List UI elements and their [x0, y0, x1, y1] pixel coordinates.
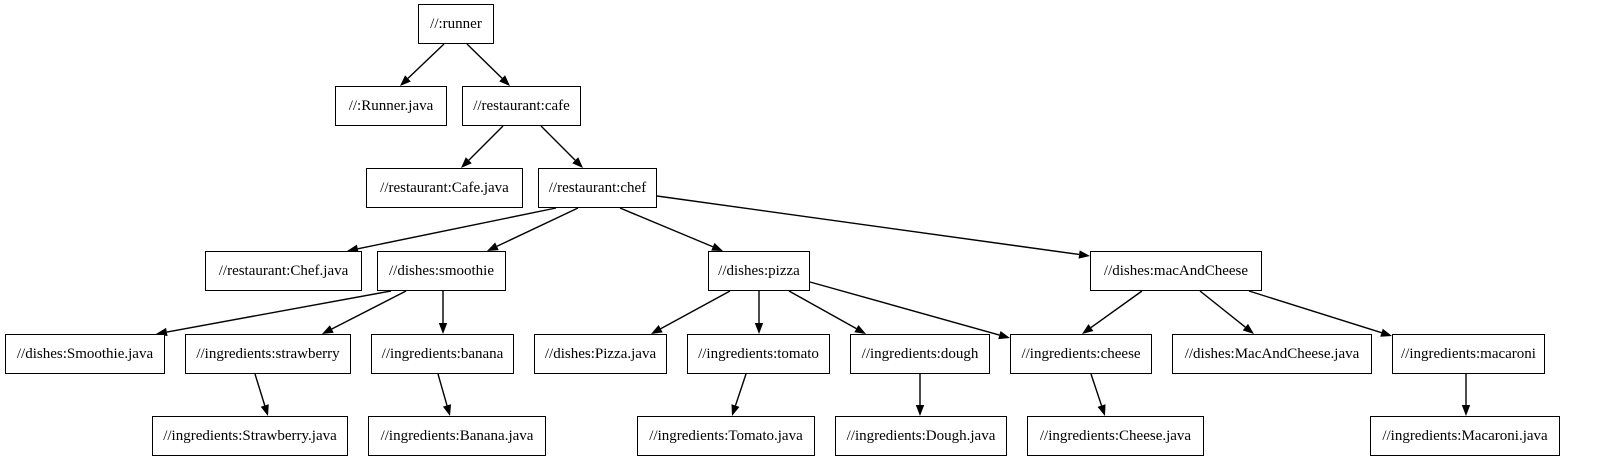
edge-ing_tomato-to-tomato_java: [734, 373, 747, 406]
arrowhead-restaurant_chef-to-dishes_smoothie: [487, 242, 499, 251]
arrowhead-restaurant_cafe-to-restaurant_chef: [572, 157, 583, 168]
edge-runner-to-restaurant_cafe: [466, 43, 503, 79]
edge-dishes_pizza-to-pizza_java: [660, 290, 731, 330]
arrowhead-ing_macaroni-to-macaroni_java: [1461, 405, 1471, 416]
node-ing_strawberry[interactable]: //ingredients:strawberry: [185, 334, 351, 374]
node-label-cafe_java: //restaurant:Cafe.java: [380, 179, 509, 196]
edge-dishes_smoothie-to-ing_strawberry: [331, 290, 407, 330]
node-label-ing_banana: //ingredients:banana: [381, 345, 504, 362]
arrowhead-ing_banana-to-banana_java: [442, 404, 452, 416]
node-label-pizza_java: //dishes:Pizza.java: [544, 345, 657, 362]
node-runner[interactable]: //:runner: [418, 4, 494, 44]
edge-dishes_smoothie-to-smoothie_java: [166, 290, 392, 333]
node-label-cheese_java: //ingredients:Cheese.java: [1039, 427, 1192, 444]
node-label-ing_dough: //ingredients:dough: [861, 345, 979, 362]
node-label-ing_macaroni: //ingredients:macaroni: [1401, 345, 1536, 362]
arrowhead-dishes_pizza-to-ing_dough: [854, 324, 866, 334]
node-label-tomato_java: //ingredients:Tomato.java: [649, 427, 803, 444]
arrowhead-restaurant_cafe-to-cafe_java: [461, 157, 472, 168]
node-label-smoothie_java: //dishes:Smoothie.java: [16, 345, 154, 362]
edge-ing_banana-to-banana_java: [437, 373, 448, 406]
node-ing_macaroni[interactable]: //ingredients:macaroni: [1392, 334, 1545, 374]
arrowhead-runner-to-runner_java: [400, 75, 411, 86]
arrowhead-restaurant_chef-to-dishes_mac: [1078, 250, 1090, 259]
node-chef_java[interactable]: //restaurant:Chef.java: [205, 251, 362, 291]
edge-dishes_pizza-to-ing_dough: [788, 290, 857, 330]
arrowhead-ing_cheese-to-cheese_java: [1097, 404, 1106, 416]
node-label-runner_java: //:Runner.java: [348, 97, 434, 114]
edge-restaurant_cafe-to-cafe_java: [468, 125, 504, 161]
node-dishes_smoothie[interactable]: //dishes:smoothie: [377, 251, 506, 291]
edge-dishes_mac-to-ing_macaroni: [1248, 290, 1382, 334]
edge-dishes_mac-to-mac_java: [1199, 290, 1246, 328]
edge-runner-to-runner_java: [407, 43, 445, 79]
node-restaurant_cafe[interactable]: //restaurant:cafe: [462, 86, 581, 126]
node-label-restaurant_cafe: //restaurant:cafe: [473, 97, 570, 114]
arrowhead-dishes_mac-to-ing_cheese: [1082, 324, 1094, 334]
arrowhead-dishes_mac-to-ing_macaroni: [1380, 328, 1392, 337]
edge-restaurant_cafe-to-restaurant_chef: [540, 125, 576, 161]
node-dishes_mac[interactable]: //dishes:macAndCheese: [1090, 251, 1262, 291]
node-label-banana_java: //ingredients:Banana.java: [380, 427, 534, 444]
node-label-dough_java: //ingredients:Dough.java: [846, 427, 996, 444]
node-label-mac_java: //dishes:MacAndCheese.java: [1184, 345, 1360, 362]
node-banana_java[interactable]: //ingredients:Banana.java: [368, 416, 546, 456]
node-label-chef_java: //restaurant:Chef.java: [218, 262, 349, 279]
node-macaroni_java[interactable]: //ingredients:Macaroni.java: [1370, 416, 1560, 456]
node-label-strawberry_java: //ingredients:Strawberry.java: [163, 427, 337, 444]
arrowhead-ing_tomato-to-tomato_java: [731, 404, 740, 416]
node-label-dishes_smoothie: //dishes:smoothie: [389, 262, 494, 279]
arrowhead-dishes_pizza-to-pizza_java: [651, 325, 663, 334]
node-label-runner: //:runner: [430, 15, 482, 32]
node-strawberry_java[interactable]: //ingredients:Strawberry.java: [152, 416, 348, 456]
node-label-dishes_mac: //dishes:macAndCheese: [1103, 262, 1249, 279]
arrowhead-dishes_smoothie-to-ing_banana: [438, 323, 448, 334]
arrowhead-dishes_pizza-to-ing_cheese: [998, 330, 1010, 340]
node-ing_dough[interactable]: //ingredients:dough: [850, 334, 990, 374]
edge-restaurant_chef-to-chef_java: [357, 207, 557, 250]
edge-ing_cheese-to-cheese_java: [1090, 373, 1103, 406]
node-tomato_java[interactable]: //ingredients:Tomato.java: [637, 416, 815, 456]
edge-restaurant_chef-to-dishes_pizza: [619, 207, 714, 248]
node-runner_java[interactable]: //:Runner.java: [335, 86, 447, 126]
node-cafe_java[interactable]: //restaurant:Cafe.java: [366, 168, 523, 208]
node-cheese_java[interactable]: //ingredients:Cheese.java: [1027, 416, 1204, 456]
node-label-dishes_pizza: //dishes:pizza: [718, 262, 800, 279]
node-ing_cheese[interactable]: //ingredients:cheese: [1010, 334, 1152, 374]
node-label-restaurant_chef: //restaurant:chef: [548, 179, 647, 196]
node-dishes_pizza[interactable]: //dishes:pizza: [708, 251, 810, 291]
node-label-ing_strawberry: //ingredients:strawberry: [196, 345, 340, 362]
node-ing_tomato[interactable]: //ingredients:tomato: [687, 334, 830, 374]
node-pizza_java[interactable]: //dishes:Pizza.java: [534, 334, 667, 374]
arrowhead-ing_strawberry-to-strawberry_java: [260, 404, 269, 416]
node-label-ing_tomato: //ingredients:tomato: [698, 345, 819, 362]
edge-restaurant_chef-to-dishes_mac: [656, 195, 1080, 256]
arrowhead-restaurant_chef-to-dishes_pizza: [711, 242, 723, 251]
arrowhead-dishes_mac-to-mac_java: [1242, 323, 1254, 334]
node-label-ing_cheese: //ingredients:cheese: [1021, 345, 1141, 362]
node-label-macaroni_java: //ingredients:Macaroni.java: [1382, 427, 1548, 444]
node-restaurant_chef[interactable]: //restaurant:chef: [538, 168, 657, 208]
edge-ing_strawberry-to-strawberry_java: [254, 373, 266, 406]
edge-dishes_pizza-to-ing_cheese: [809, 281, 1000, 336]
edge-dishes_mac-to-ing_cheese: [1090, 290, 1143, 329]
edge-restaurant_chef-to-dishes_smoothie: [496, 207, 579, 247]
arrowhead-runner-to-restaurant_cafe: [499, 75, 510, 86]
node-smoothie_java[interactable]: //dishes:Smoothie.java: [5, 334, 165, 374]
arrowhead-ing_dough-to-dough_java: [915, 405, 925, 416]
node-dough_java[interactable]: //ingredients:Dough.java: [835, 416, 1007, 456]
arrowhead-dishes_pizza-to-ing_tomato: [754, 323, 764, 334]
node-mac_java[interactable]: //dishes:MacAndCheese.java: [1172, 334, 1372, 374]
arrowhead-dishes_smoothie-to-ing_strawberry: [322, 325, 334, 334]
node-ing_banana[interactable]: //ingredients:banana: [371, 334, 514, 374]
